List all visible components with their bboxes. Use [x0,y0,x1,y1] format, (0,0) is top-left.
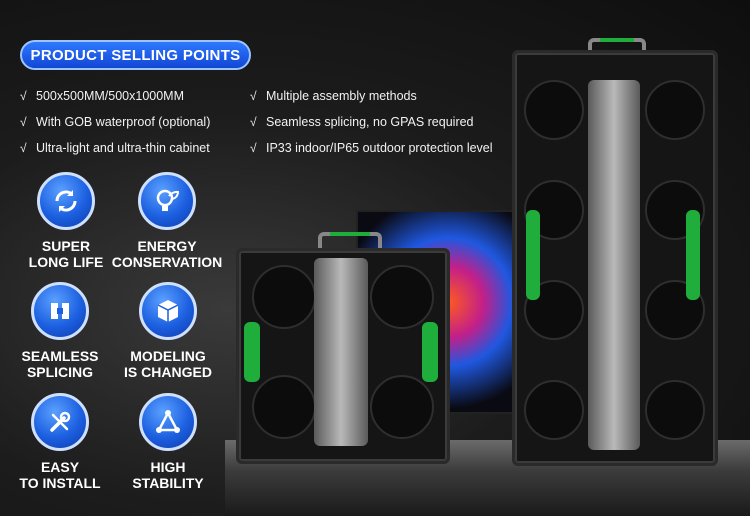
triangle-nodes-icon [139,393,197,451]
module-pod [252,265,316,329]
feature-text: 500x500MM/500x1000MM [36,89,184,103]
feature-text: Seamless splicing, no GPAS required [266,115,474,129]
cabinet-grip [422,322,438,382]
bulb-leaf-icon [138,172,196,230]
module-pod [645,380,705,440]
splice-icon [31,282,89,340]
cabinet-grip [244,322,260,382]
module-pod [524,380,584,440]
check-icon: √ [250,89,257,103]
feature-item: √ IP33 indoor/IP65 outdoor protection lev… [250,141,493,155]
module-pod [645,80,705,140]
feature-item: √ Ultra-light and ultra-thin cabinet [20,141,210,155]
feature-item: √ Multiple assembly methods [250,89,417,103]
feature-item: √ Seamless splicing, no GPAS required [250,115,474,129]
product-selling-points-badge: PRODUCT SELLING POINTS [20,40,251,70]
refresh-icon [37,172,95,230]
wrench-screwdriver-icon [31,393,89,451]
feature-text: Multiple assembly methods [266,89,417,103]
feature-text: Ultra-light and ultra-thin cabinet [36,141,210,155]
cabinet-spine [588,80,640,450]
check-icon: √ [250,115,257,129]
module-pod [252,375,316,439]
check-icon: √ [250,141,257,155]
cube-icon [139,282,197,340]
check-icon: √ [20,89,27,103]
module-pod [370,265,434,329]
cabinet-handle [318,232,382,256]
check-icon: √ [20,115,27,129]
feature-item: √ 500x500MM/500x1000MM [20,89,184,103]
cabinet-grip [526,210,540,300]
cabinet-grip [686,210,700,300]
cabinet-spine [314,258,368,446]
module-pod [524,80,584,140]
feature-item: √ With GOB waterproof (optional) [20,115,210,129]
module-pod [370,375,434,439]
check-icon: √ [20,141,27,155]
cabinet-handle [588,38,646,60]
feature-text: IP33 indoor/IP65 outdoor protection leve… [266,141,493,155]
feature-text: With GOB waterproof (optional) [36,115,211,129]
